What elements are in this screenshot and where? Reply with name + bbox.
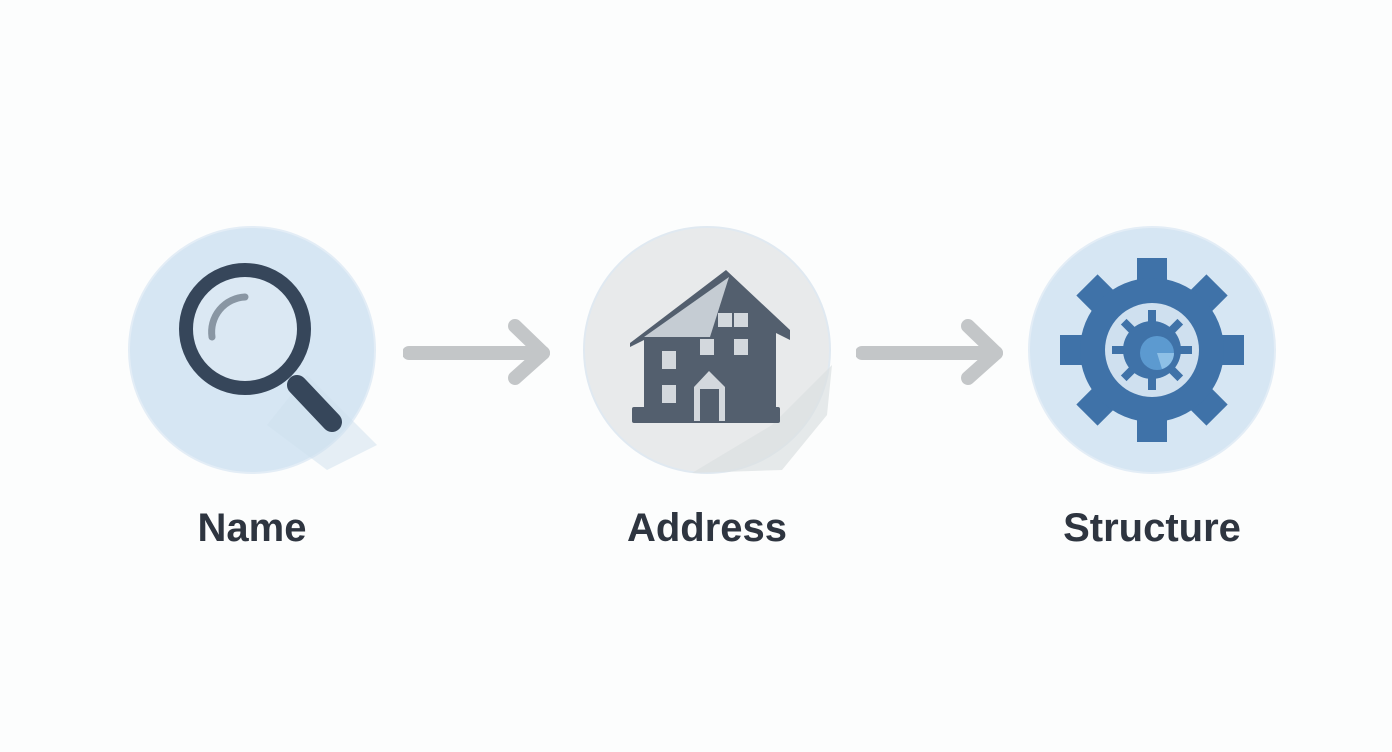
house-icon: [583, 226, 832, 474]
arrow-right-icon: [855, 319, 1003, 385]
arrow-2: [855, 318, 1006, 388]
gear-tooth: [1148, 376, 1156, 390]
step-label-structure: Structure: [1063, 506, 1241, 550]
arrow-1: [402, 318, 553, 388]
magnifying-glass-icon: [128, 226, 377, 474]
step-label-address: Address: [626, 506, 788, 550]
step-address: [582, 225, 832, 475]
gear-tooth: [1148, 310, 1156, 324]
gear-tooth: [1178, 346, 1192, 354]
step-label-name: Name: [197, 506, 307, 550]
arrow-right-icon: [402, 319, 550, 385]
step-structure: [1027, 225, 1277, 475]
gear-tooth: [1112, 346, 1126, 354]
gear-icon: [1028, 226, 1276, 474]
step-name: [127, 225, 377, 475]
